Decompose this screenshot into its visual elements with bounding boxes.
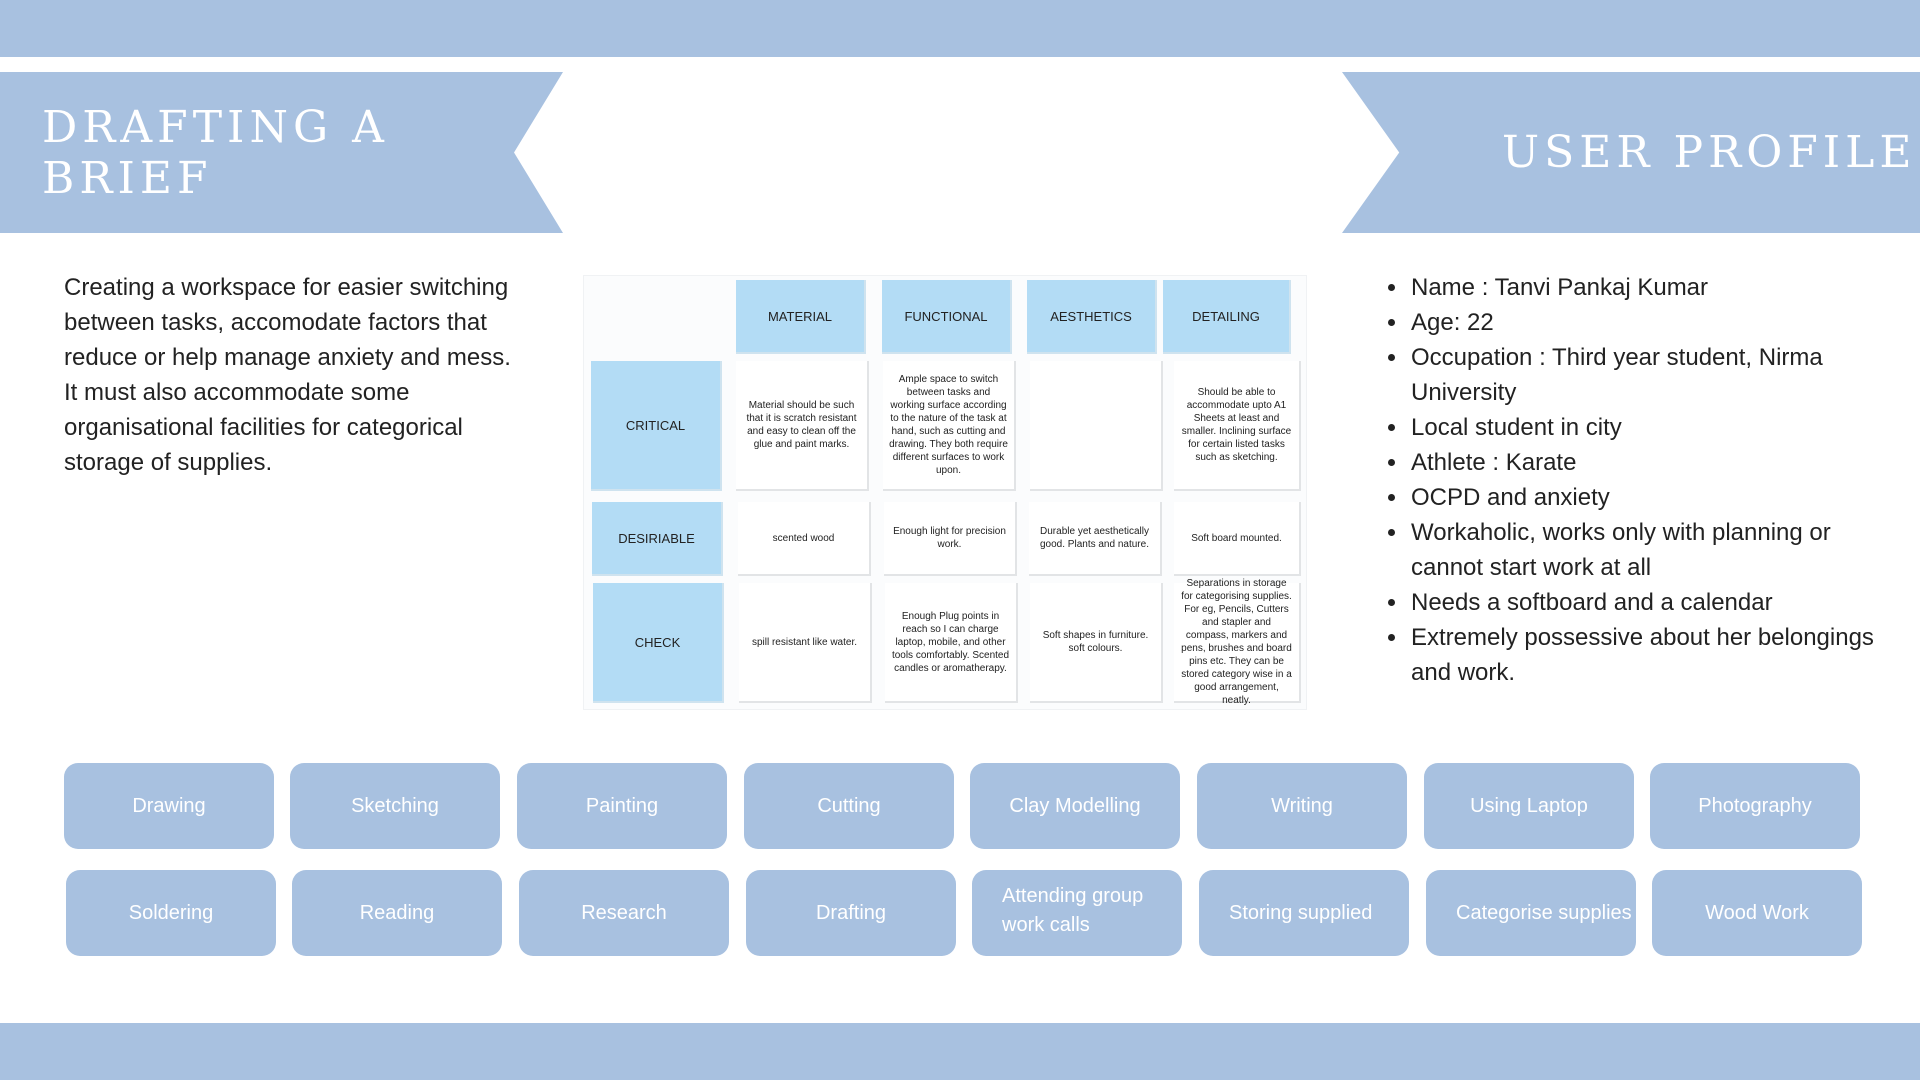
matrix-row-header: CRITICAL	[591, 361, 722, 491]
matrix-cell: Material should be such that it is scrat…	[736, 361, 869, 491]
profile-item: Local student in city	[1409, 410, 1909, 445]
matrix-cell: Ample space to switch between tasks and …	[883, 361, 1016, 491]
activity-tag: Sketching	[290, 763, 500, 849]
drafting-brief-banner: DRAFTING A BRIEF	[0, 72, 563, 233]
matrix-cell: Soft shapes in furniture. soft colours.	[1030, 583, 1163, 703]
matrix-cell: Enough light for precision work.	[884, 502, 1017, 576]
activity-tag: Wood Work	[1652, 870, 1862, 956]
activity-tag: Drafting	[746, 870, 956, 956]
user-profile-banner: USER PROFILE	[1342, 72, 1920, 233]
matrix-row-header: DESIRIABLE	[592, 502, 723, 576]
activity-tag: Reading	[292, 870, 502, 956]
matrix-cell: Durable yet aesthetically good. Plants a…	[1029, 502, 1162, 576]
profile-item: Occupation : Third year student, Nirma U…	[1409, 340, 1909, 410]
activity-tag: Drawing	[64, 763, 274, 849]
profile-item: Workaholic, works only with planning or …	[1409, 515, 1909, 585]
matrix-col-header: AESTHETICS	[1027, 280, 1157, 354]
matrix-cell: Separations in storage for categorising …	[1174, 578, 1301, 706]
matrix-cell: scented wood	[738, 502, 871, 576]
activity-tag: Attending group work calls	[972, 870, 1182, 956]
user-profile-title: USER PROFILE	[1502, 127, 1917, 178]
profile-item: Extremely possessive about her belonging…	[1409, 620, 1909, 690]
profile-item: Age: 22	[1409, 305, 1909, 340]
profile-item: OCPD and anxiety	[1409, 480, 1909, 515]
matrix-cell	[1030, 361, 1163, 491]
matrix-cell: spill resistant like water.	[739, 583, 872, 703]
profile-item: Athlete : Karate	[1409, 445, 1909, 480]
matrix-row-header: CHECK	[593, 583, 724, 703]
matrix-col-header: DETAILING	[1163, 280, 1291, 354]
profile-item: Needs a softboard and a calendar	[1409, 585, 1909, 620]
top-band	[0, 0, 1920, 57]
matrix-cell: Enough Plug points in reach so I can cha…	[885, 583, 1018, 703]
activity-tag: Cutting	[744, 763, 954, 849]
bottom-band	[0, 1023, 1920, 1080]
activity-tag: Storing supplied	[1199, 870, 1409, 956]
activity-tag: Using Laptop	[1424, 763, 1634, 849]
matrix-cell: Soft board mounted.	[1174, 502, 1301, 576]
brief-text: Creating a workspace for easier switchin…	[64, 274, 511, 476]
requirements-matrix: MATERIAL FUNCTIONAL AESTHETICS DETAILING…	[583, 275, 1307, 710]
activity-tag: Research	[519, 870, 729, 956]
profile-item: Name : Tanvi Pankaj Kumar	[1409, 270, 1909, 305]
drafting-brief-title: DRAFTING A BRIEF	[42, 101, 389, 204]
user-profile-list: Name : Tanvi Pankaj Kumar Age: 22 Occupa…	[1385, 270, 1909, 690]
matrix-col-header: MATERIAL	[736, 280, 866, 354]
activity-tag: Clay Modelling	[970, 763, 1180, 849]
matrix-col-header: FUNCTIONAL	[882, 280, 1012, 354]
activity-tag: Painting	[517, 763, 727, 849]
activity-tag: Photography	[1650, 763, 1860, 849]
activity-tag: Categorise supplies	[1426, 870, 1636, 956]
activity-tag: Soldering	[66, 870, 276, 956]
matrix-cell: Should be able to accommodate upto A1 Sh…	[1174, 361, 1301, 491]
activity-tag: Writing	[1197, 763, 1407, 849]
